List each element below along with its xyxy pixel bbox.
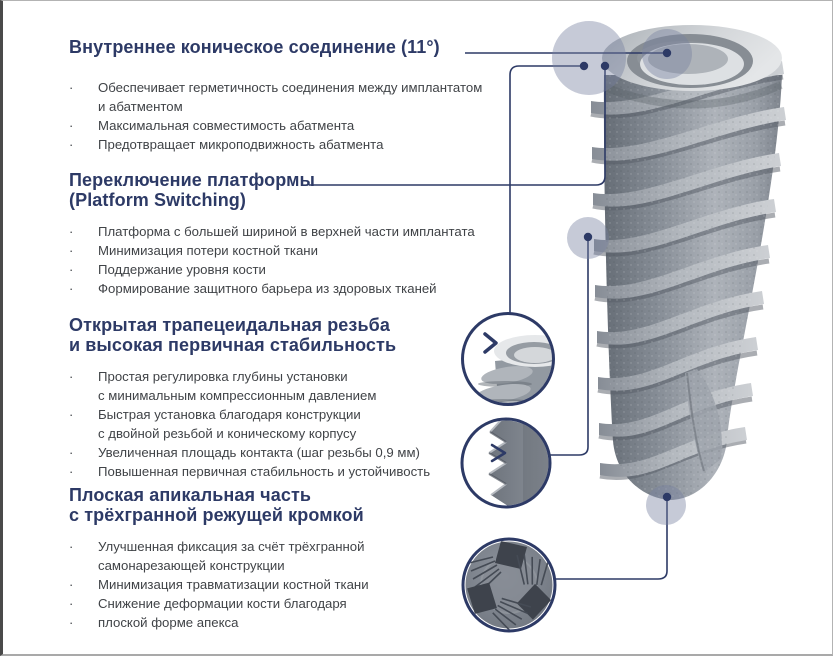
bullet-text: и абатментом: [98, 99, 183, 114]
bullet-line: · плоской форме апекса: [69, 613, 369, 632]
bullet-text: плоской форме апекса: [98, 615, 239, 630]
bullet-line: самонарезающей конструкции: [69, 556, 369, 575]
bullet-text: Снижение деформации кости благодаря: [98, 596, 347, 611]
bullet-text: Платформа с большей шириной в верхней ча…: [98, 224, 475, 239]
chevron-left-icon: [490, 443, 507, 463]
bullet-list-platform-switching: · Платформа с большей шириной в верхней ч…: [69, 222, 475, 298]
dot-icon: [662, 492, 672, 502]
inset-circle-platform: [461, 312, 555, 406]
bullet-dot-icon: ·: [69, 281, 74, 296]
bullet-dot-icon: ·: [69, 224, 74, 239]
callout-lines: [309, 52, 668, 580]
bullet-line: с двойной резьбой и коническому корпусу: [69, 424, 430, 443]
bullet-text: Простая регулировка глубины установки: [98, 369, 348, 384]
bullet-line: · Снижение деформации кости благодаря: [69, 594, 369, 613]
bullet-line: · Максимальная совместимость абатмента: [69, 116, 482, 135]
inset-circle-apex: [461, 537, 557, 633]
bullet-line: · Минимизация потери костной ткани: [69, 241, 475, 260]
section-title-conical-connection: Внутреннее коническое соединение (11°): [69, 37, 440, 57]
bullet-text: Быстрая установка благодаря конструкции: [98, 407, 361, 422]
section-title-line: Открытая трапецеидальная резьба: [69, 315, 390, 335]
bullet-line: · Поддержание уровня кости: [69, 260, 475, 279]
bullet-list-trapezoid-thread: · Простая регулировка глубины установки с …: [69, 367, 430, 481]
inset-circle-thread: [460, 417, 552, 509]
bullet-line: · Простая регулировка глубины установки: [69, 367, 430, 386]
bullet-text: с минимальным компрессионным давлением: [98, 388, 377, 403]
section-title-line: Переключение платформы: [69, 170, 315, 190]
bullet-dot-icon: ·: [69, 369, 74, 384]
bullet-line: с минимальным компрессионным давлением: [69, 386, 430, 405]
bullet-dot-icon: ·: [69, 262, 74, 277]
bullet-line: · Улучшенная фиксация за счёт трёхгранной: [69, 537, 369, 556]
bullet-line: · Платформа с большей шириной в верхней ч…: [69, 222, 475, 241]
callout-line-collar-inset: [509, 65, 584, 314]
callout-line-thread-inset: [550, 237, 589, 456]
bullet-text: Поддержание уровня кости: [98, 262, 266, 277]
callout-line-platform: [309, 68, 606, 186]
halo-platform: [552, 21, 626, 95]
bullet-line: · Обеспечивает герметичность соединения м…: [69, 78, 482, 97]
bullet-text: Минимизация потери костной ткани: [98, 243, 318, 258]
bullet-text: с двойной резьбой и коническому корпусу: [98, 426, 357, 441]
bullet-list-flat-apex: · Улучшенная фиксация за счёт трёхгранной…: [69, 537, 369, 632]
bullet-text: Обеспечивает герметичность соединения ме…: [98, 80, 483, 95]
callout-dots: [579, 48, 672, 502]
bullet-line: · Быстрая установка благодаря конструкции: [69, 405, 430, 424]
dot-icon: [662, 48, 672, 58]
bullet-list-conical-connection: · Обеспечивает герметичность соединения м…: [69, 78, 482, 154]
bullet-text: Минимизация травматизации костной ткани: [98, 577, 369, 592]
dot-icon: [583, 232, 593, 242]
section-title-line: Плоская апикальная часть: [69, 485, 312, 505]
bullet-dot-icon: ·: [69, 539, 74, 554]
chevron-right-icon: [483, 332, 498, 354]
implant-illustration: [309, 21, 786, 633]
bullet-line: · Минимизация травматизации костной ткани: [69, 575, 369, 594]
bullet-text: Улучшенная фиксация за счёт трёхгранной: [98, 539, 365, 554]
bullet-dot-icon: ·: [69, 407, 74, 422]
callout-line-apex-inset: [555, 497, 668, 580]
bullet-text: Формирование защитного барьера из здоров…: [98, 281, 437, 296]
bullet-text: Увеличенная площадь контакта (шаг резьбы…: [98, 445, 420, 460]
bullet-text: Повышенная первичная стабильность и усто…: [98, 464, 431, 479]
section-title-line: (Platform Switching): [69, 190, 246, 210]
implant-render: [590, 25, 786, 500]
dot-icon: [579, 61, 589, 71]
bullet-dot-icon: ·: [69, 118, 74, 133]
bullet-line: · Формирование защитного барьера из здоро…: [69, 279, 475, 298]
bullet-text: Предотвращает микроподвижность абатмента: [98, 137, 384, 152]
section-title-line: и высокая первичная стабильность: [69, 335, 397, 355]
bullet-dot-icon: ·: [69, 596, 74, 611]
dot-icon: [600, 61, 610, 71]
bullet-line: и абатментом: [69, 97, 482, 116]
section-title-line: с трёхгранной режущей кромкой: [69, 505, 364, 525]
bullet-line: · Предотвращает микроподвижность абатмент…: [69, 135, 482, 154]
bullet-dot-icon: ·: [69, 243, 74, 258]
bullet-dot-icon: ·: [69, 464, 74, 479]
bullet-dot-icon: ·: [69, 137, 74, 152]
bullet-line: · Увеличенная площадь контакта (шаг резьб…: [69, 443, 430, 462]
bullet-text: самонарезающей конструкции: [98, 558, 285, 573]
bullet-text: Максимальная совместимость абатмента: [98, 118, 355, 133]
bullet-dot-icon: ·: [69, 80, 74, 95]
section-title-line: Внутреннее коническое соединение (11°): [69, 37, 440, 57]
bullet-dot-icon: ·: [69, 615, 74, 630]
bullet-dot-icon: ·: [69, 577, 74, 592]
halo-apex: [646, 485, 686, 525]
bullet-line: · Повышенная первичная стабильность и уст…: [69, 462, 430, 481]
section-title-platform-switching: Переключение платформы(Platform Switchin…: [69, 170, 315, 210]
bullet-dot-icon: ·: [69, 445, 74, 460]
